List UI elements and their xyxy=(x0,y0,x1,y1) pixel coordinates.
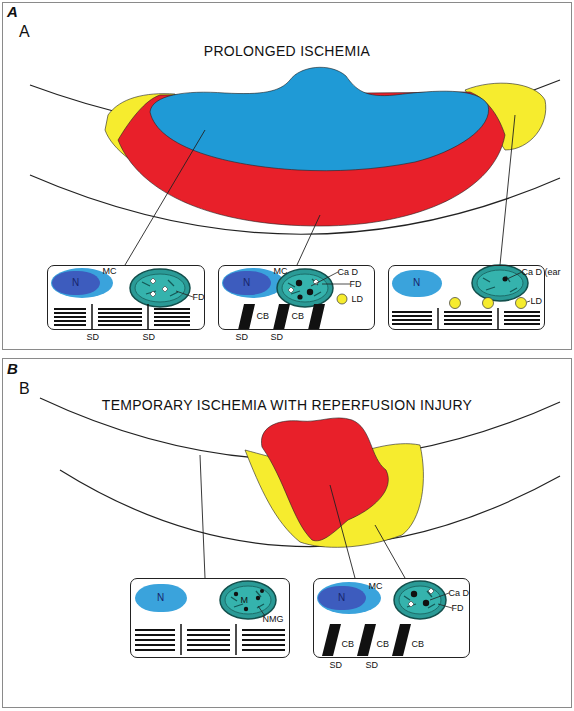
lipid-droplet xyxy=(337,294,347,304)
z-line xyxy=(181,624,236,655)
structure-label: SD xyxy=(330,661,343,670)
matrix-granule xyxy=(234,592,238,596)
contraction-band xyxy=(238,304,325,330)
nucleus: N xyxy=(52,271,100,295)
lipid-droplet xyxy=(516,298,527,309)
structure-label: MC xyxy=(103,267,117,276)
sarcomere xyxy=(135,630,285,650)
nucleus-label: N xyxy=(318,586,366,610)
structure-label: LD xyxy=(352,295,364,304)
mitochondrion xyxy=(220,581,276,619)
cell-box: MCCa DFDLDCBCBSDSDN xyxy=(218,265,375,330)
nucleus-label: N xyxy=(135,584,187,612)
panel-letter: B xyxy=(19,381,30,397)
mitochondrion xyxy=(130,269,190,307)
panel-letter: A xyxy=(7,4,18,19)
structure-label: FD xyxy=(452,604,464,613)
cristae xyxy=(483,276,517,292)
contraction-band xyxy=(322,624,411,656)
lipid-droplet xyxy=(450,298,461,309)
structure-label: SD xyxy=(271,333,284,342)
structure-label: SD xyxy=(87,333,100,342)
structure-label: CB xyxy=(292,312,305,321)
mitochondrion xyxy=(472,265,528,301)
calcium-deposit xyxy=(307,289,313,295)
mitochondrion-matrix xyxy=(399,586,441,614)
nucleus: N xyxy=(223,271,271,295)
structure-label: MC xyxy=(369,582,383,591)
panel-title: TEMPORARY ISCHEMIA WITH REPERFUSION INJU… xyxy=(3,398,571,412)
sarcomere xyxy=(392,312,540,324)
cristae xyxy=(142,280,178,296)
structure-label: SD xyxy=(236,333,249,342)
nucleus: N xyxy=(392,270,442,297)
nucleus-label: N xyxy=(223,271,271,295)
structure-label: FD xyxy=(350,280,362,289)
structure-label: NMG xyxy=(263,615,284,624)
structure-label: Ca D (ear xyxy=(522,268,561,277)
nucleus-label: N xyxy=(392,270,442,297)
structure-label: M xyxy=(241,596,249,605)
structure-label: LD xyxy=(531,297,543,306)
structure-label: MC xyxy=(274,267,288,276)
mitochondrion xyxy=(394,581,446,619)
necrosis-zone xyxy=(261,418,388,541)
panel-frame: AAPROLONGED ISCHEMIAMCFDSDSDNMCCa DFDLDC… xyxy=(2,2,572,350)
panel-letter: A xyxy=(19,24,30,40)
mitochondrion-matrix xyxy=(135,274,185,302)
panel-title: PROLONGED ISCHEMIA xyxy=(3,44,571,58)
structure-label: CB xyxy=(377,640,390,649)
calcium-deposit xyxy=(503,277,508,282)
structure-label: CB xyxy=(412,640,425,649)
structure-label: CB xyxy=(342,640,355,649)
mitochondrion-matrix xyxy=(477,270,523,296)
leader-line xyxy=(176,291,193,297)
nucleus: N xyxy=(135,584,187,612)
calcium-deposit xyxy=(296,280,302,286)
structure-label: CB xyxy=(257,312,270,321)
calcium-deposit xyxy=(423,600,429,606)
lipid-droplet xyxy=(483,298,494,309)
sarcomere xyxy=(54,309,190,325)
cell-box: Ca D (earLDN xyxy=(388,265,545,330)
nucleus: N xyxy=(318,586,366,610)
cell-box: MCCa DFDCBCBCBSDSDN xyxy=(313,578,470,658)
z-line xyxy=(438,308,498,329)
panel-letter: B xyxy=(7,361,18,376)
cell-box: MCFDSDSDN xyxy=(47,265,205,330)
core-zone xyxy=(150,67,489,170)
flocculent-density xyxy=(408,588,434,607)
nucleus-label: N xyxy=(52,271,100,295)
flocculent-density xyxy=(150,278,168,297)
mitochondrion-matrix xyxy=(282,274,328,302)
calcium-deposit xyxy=(411,591,417,597)
z-line xyxy=(92,304,148,330)
leader-line xyxy=(507,272,530,302)
cell-box: NMG M N xyxy=(130,578,290,658)
structure-label: SD xyxy=(143,333,156,342)
structure-label: Ca D xyxy=(338,268,359,277)
cristae xyxy=(231,591,264,608)
matrix-granule xyxy=(244,607,248,611)
calcium-deposit xyxy=(297,294,302,299)
cristae xyxy=(288,279,321,296)
structure-label: FD xyxy=(193,293,205,302)
matrix-granule xyxy=(260,589,264,593)
leader-line xyxy=(200,455,405,578)
matrix-granule xyxy=(256,596,260,600)
structure-label: SD xyxy=(366,661,379,670)
panel-frame: BBTEMPORARY ISCHEMIA WITH REPERFUSION IN… xyxy=(2,358,572,708)
flocculent-density xyxy=(288,279,319,293)
leader-line xyxy=(125,115,515,265)
mitochondrion-matrix xyxy=(225,586,271,614)
structure-label: Ca D xyxy=(449,589,470,598)
